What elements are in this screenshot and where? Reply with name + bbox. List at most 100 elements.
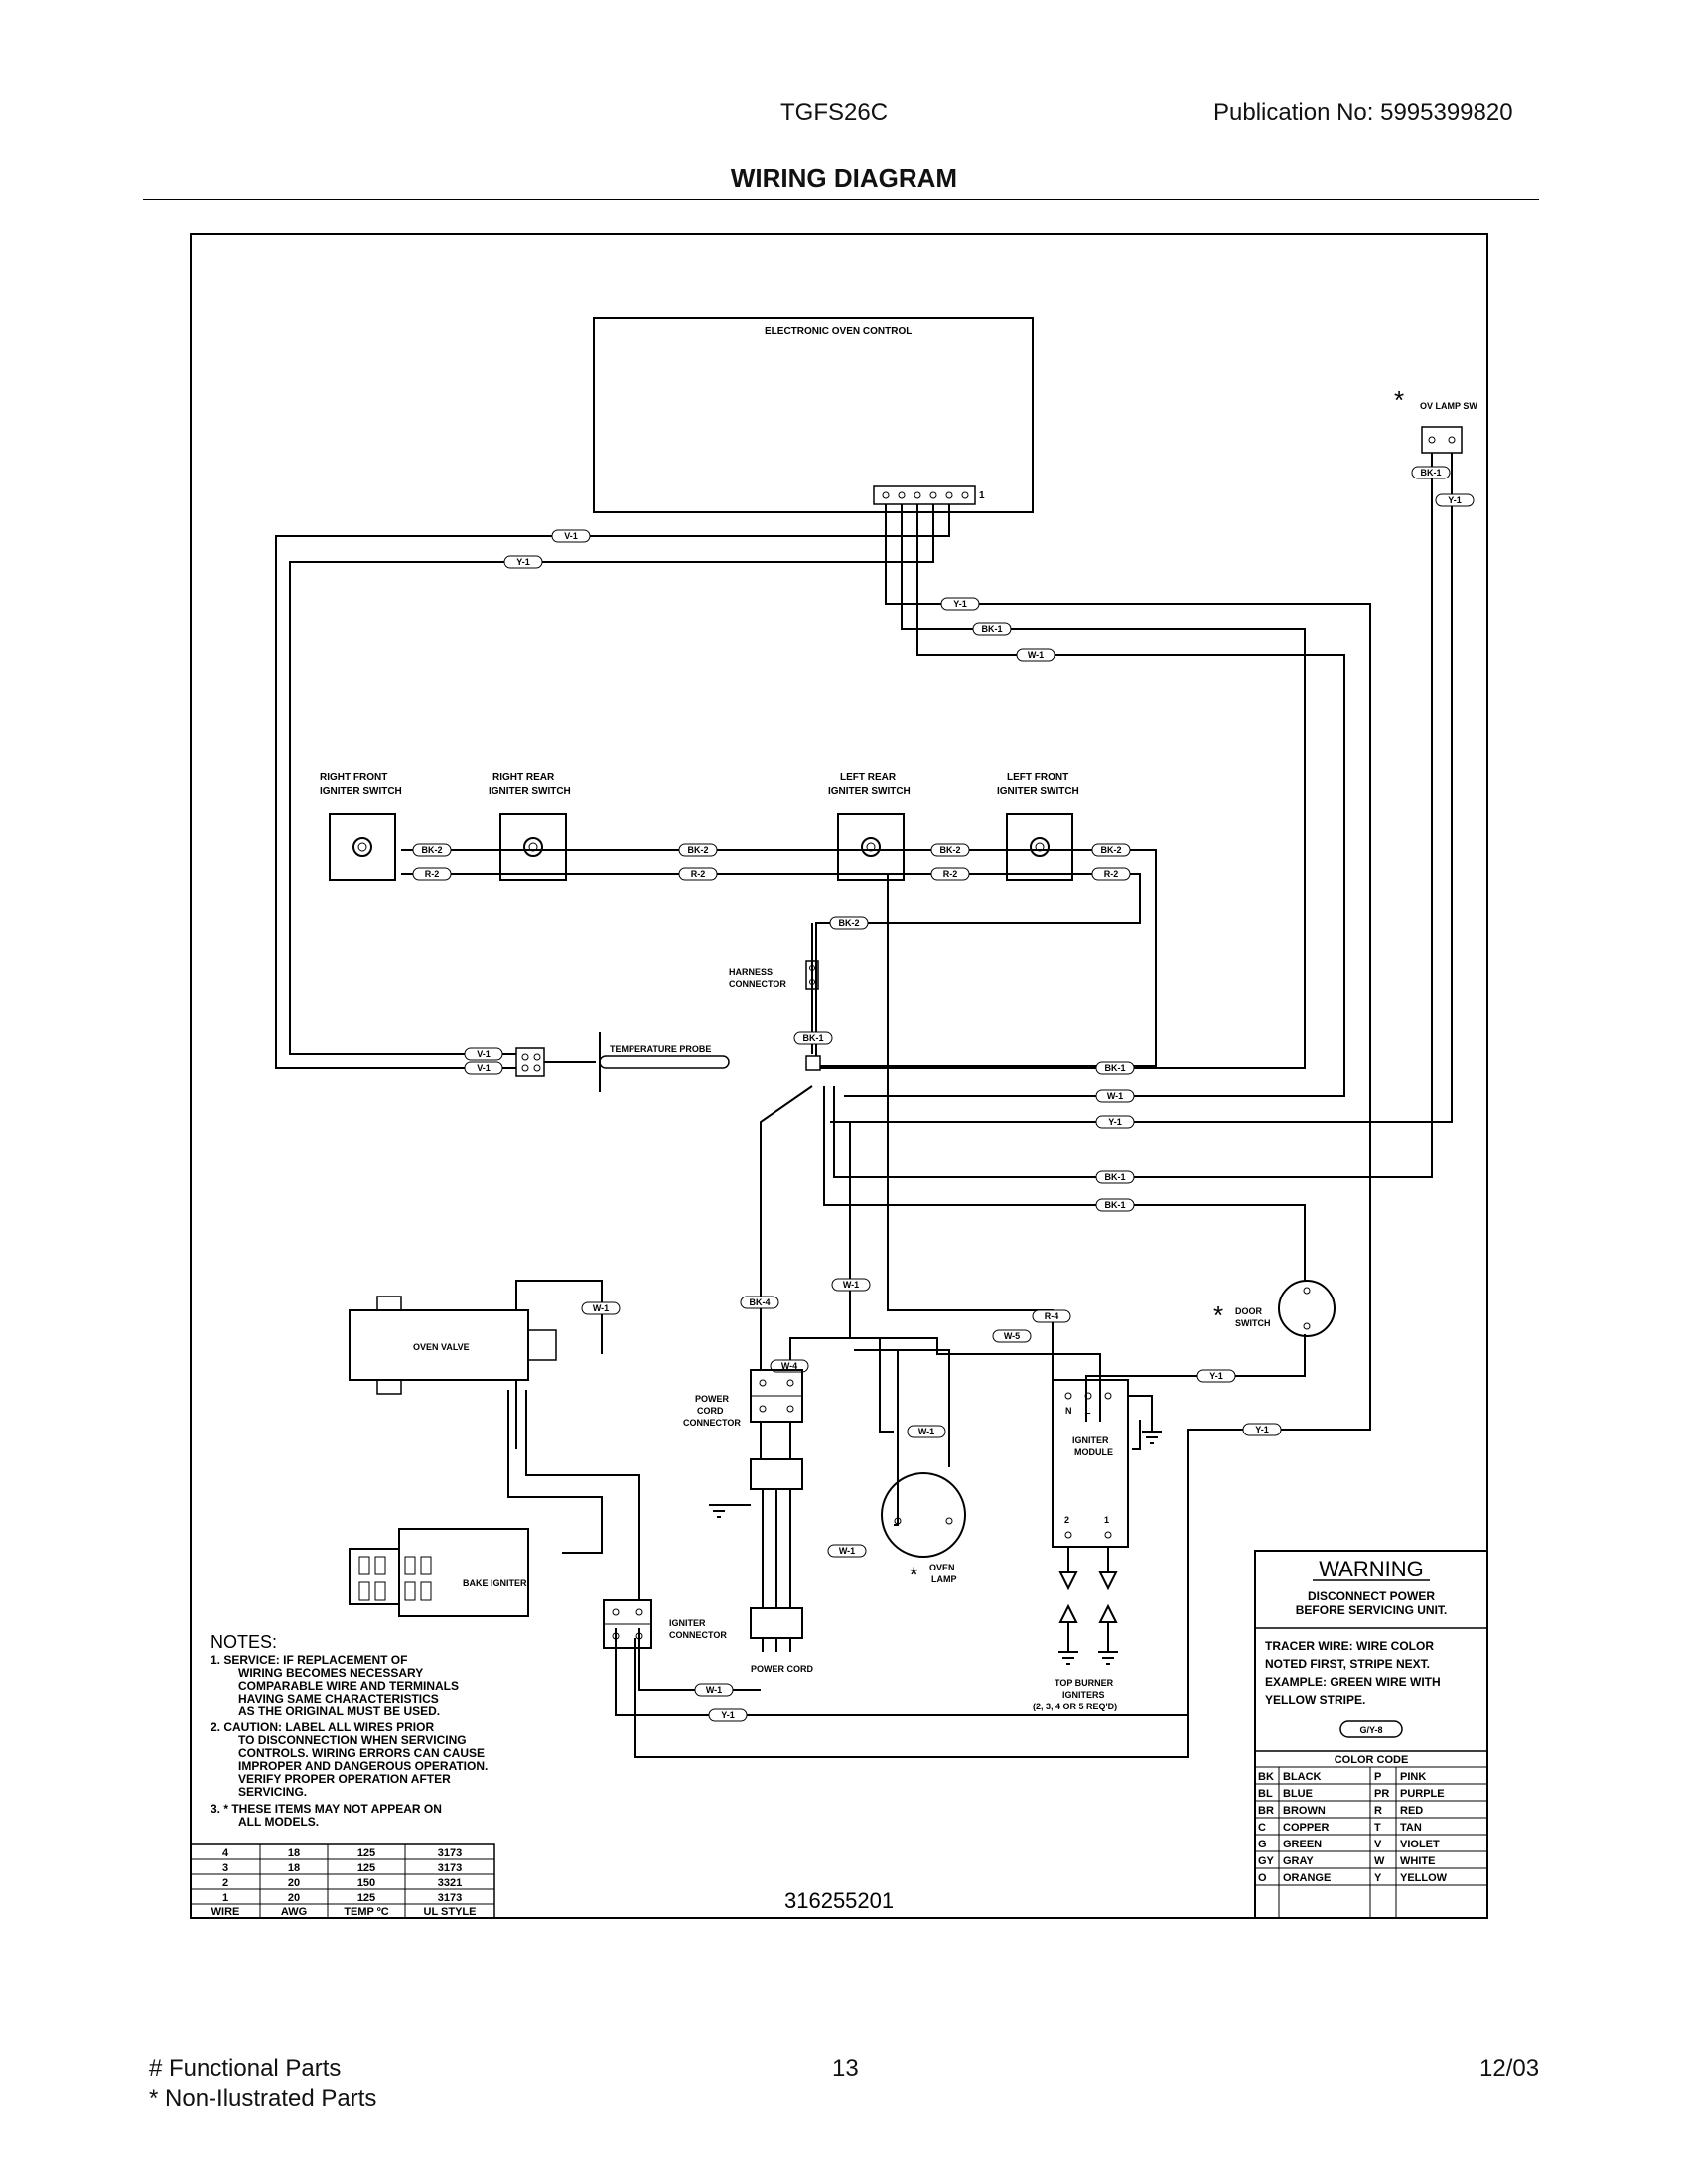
- svg-text:GRAY: GRAY: [1283, 1855, 1314, 1867]
- svg-text:Y-1: Y-1: [721, 1710, 735, 1720]
- svg-text:BROWN: BROWN: [1283, 1805, 1326, 1817]
- wire-tag-bk1-lamp: BK-1: [1411, 466, 1451, 479]
- wire-tag-r2-c: R-2: [930, 867, 970, 881]
- wire-tag-bk2-a: BK-2: [412, 843, 452, 857]
- svg-text:CONTROLS. WIRING ERRORS CAN C: CONTROLS. WIRING ERRORS CAN CAUSE: [238, 1746, 485, 1760]
- wire-tag-w1-right: W-1: [1016, 648, 1055, 662]
- svg-text:1. SERVICE: IF REPLACEMENT O: 1. SERVICE: IF REPLACEMENT OF: [211, 1653, 407, 1667]
- svg-text:OVEN VALVE: OVEN VALVE: [413, 1342, 470, 1352]
- svg-text:TEMP ºC: TEMP ºC: [344, 1906, 388, 1918]
- wire-tag-w1-low: W-1: [827, 1544, 867, 1558]
- svg-text:Y-1: Y-1: [1448, 495, 1462, 505]
- svg-text:R-2: R-2: [425, 869, 440, 879]
- svg-text:T: T: [1374, 1822, 1381, 1834]
- svg-text:V-1: V-1: [564, 531, 578, 541]
- lamp-switch-asterisk: *: [1394, 385, 1404, 415]
- svg-text:MODULE: MODULE: [1074, 1447, 1113, 1457]
- wire-tag-bk1-mid: BK-1: [1095, 1061, 1135, 1075]
- svg-text:W-1: W-1: [843, 1280, 859, 1290]
- svg-text:SERVICING.: SERVICING.: [238, 1785, 307, 1799]
- header-rule: [143, 199, 1539, 200]
- oven-valve: OVEN VALVE: [349, 1296, 557, 1395]
- temperature-probe: TEMPERATURE PROBE: [515, 1032, 730, 1092]
- wire-tag-bk1-right: BK-1: [972, 622, 1012, 636]
- svg-text:W-4: W-4: [781, 1361, 797, 1371]
- svg-text:HARNESS: HARNESS: [729, 967, 773, 977]
- svg-text:2: 2: [222, 1877, 228, 1889]
- svg-text:20: 20: [288, 1877, 300, 1889]
- svg-text:3321: 3321: [438, 1877, 462, 1889]
- footer-non-illustrated-parts: * Non-Ilustrated Parts: [149, 2085, 377, 2112]
- svg-text:L: L: [1085, 1406, 1091, 1416]
- wire-tag-y1-right: Y-1: [940, 597, 980, 611]
- svg-text:W: W: [1374, 1855, 1385, 1867]
- svg-text:POWER: POWER: [695, 1394, 730, 1404]
- svg-text:3173: 3173: [438, 1862, 462, 1874]
- svg-text:GY: GY: [1258, 1855, 1275, 1867]
- svg-text:IGNITERS: IGNITERS: [1062, 1690, 1105, 1700]
- svg-text:TOP BURNER: TOP BURNER: [1055, 1678, 1114, 1688]
- svg-text:IMPROPER AND DANGEROUS OPERATI: IMPROPER AND DANGEROUS OPERATION.: [238, 1759, 488, 1773]
- svg-text:R-2: R-2: [691, 869, 706, 879]
- right-front-igniter-switch: RIGHT FRONT IGNITER SWITCH: [320, 772, 402, 881]
- diagram-frame: [190, 233, 1488, 1919]
- svg-text:V-1: V-1: [477, 1049, 491, 1059]
- svg-text:BK-1: BK-1: [802, 1033, 823, 1043]
- harness-connector: HARNESS CONNECTOR: [729, 960, 821, 1071]
- svg-text:HAVING SAME CHARACTERISTICS: HAVING SAME CHARACTERISTICS: [238, 1692, 439, 1706]
- left-rear-igniter-switch: LEFT REAR IGNITER SWITCH: [828, 772, 911, 881]
- svg-text:BLUE: BLUE: [1283, 1788, 1313, 1800]
- svg-text:IGNITER SWITCH: IGNITER SWITCH: [489, 786, 571, 797]
- svg-text:Y-1: Y-1: [1108, 1117, 1122, 1127]
- wire-tag-w5: W-5: [992, 1329, 1032, 1343]
- svg-text:RIGHT REAR: RIGHT REAR: [492, 772, 555, 783]
- svg-text:1: 1: [1104, 1515, 1109, 1525]
- svg-text:PR: PR: [1374, 1788, 1389, 1800]
- igniter-module: N L IGNITER MODULE 2 1: [1052, 1379, 1162, 1548]
- svg-text:W-1: W-1: [1028, 650, 1044, 660]
- svg-text:BK-2: BK-2: [939, 845, 960, 855]
- wire-tag-bk2-b: BK-2: [678, 843, 718, 857]
- wire-tag-bk1-low: BK-1: [1095, 1170, 1135, 1184]
- svg-text:IGNITER SWITCH: IGNITER SWITCH: [828, 786, 911, 797]
- wire-tag-w1-lamp: W-1: [907, 1425, 946, 1438]
- wire-tag-bk4: BK-4: [740, 1296, 779, 1309]
- svg-text:Y-1: Y-1: [953, 599, 967, 609]
- svg-text:IGNITER: IGNITER: [1072, 1435, 1109, 1445]
- svg-text:ALL MODELS.: ALL MODELS.: [238, 1815, 319, 1829]
- svg-text:G: G: [1258, 1839, 1267, 1850]
- wire-tag-y1-top: Y-1: [503, 555, 543, 569]
- svg-text:OVEN: OVEN: [929, 1563, 955, 1572]
- svg-text:TAN: TAN: [1400, 1822, 1422, 1834]
- svg-text:18: 18: [288, 1862, 300, 1874]
- svg-text:PURPLE: PURPLE: [1400, 1788, 1445, 1800]
- svg-text:*: *: [910, 1563, 918, 1587]
- svg-text:VIOLET: VIOLET: [1400, 1839, 1440, 1850]
- wire-tag-v1-probe: V-1: [464, 1047, 503, 1061]
- igniter-connector: IGNITER CONNECTOR: [603, 1599, 727, 1649]
- power-cord-connector: POWER CORD CONNECTOR: [683, 1369, 803, 1428]
- svg-text:BR: BR: [1258, 1805, 1274, 1817]
- wire-runs: [275, 453, 1453, 1758]
- wire-tag-r2-d: R-2: [1091, 867, 1131, 881]
- svg-text:SWITCH: SWITCH: [1235, 1318, 1271, 1328]
- note-2: 2. CAUTION: LABEL ALL WIRES PRIOR TO DIS…: [211, 1720, 488, 1799]
- svg-text:COMPARABLE WIRE AND TERMINALS: COMPARABLE WIRE AND TERMINALS: [238, 1679, 459, 1693]
- svg-text:AWG: AWG: [281, 1906, 307, 1918]
- footer-date: 12/03: [1479, 2055, 1540, 2082]
- wire-tag-bk2-c: BK-2: [930, 843, 970, 857]
- svg-text:WIRE: WIRE: [211, 1906, 240, 1918]
- oven-lamp: * OVEN LAMP: [881, 1472, 966, 1587]
- notes: NOTES: 1. SERVICE: IF REPLACEMENT OF WIR…: [211, 1632, 488, 1829]
- svg-text:W-1: W-1: [918, 1427, 934, 1436]
- right-rear-igniter-switch: RIGHT REAR IGNITER SWITCH: [489, 772, 571, 881]
- wire-tag-y1-lamp: Y-1: [1435, 493, 1475, 507]
- svg-text:BAKE IGNITER: BAKE IGNITER: [463, 1578, 527, 1588]
- svg-text:LEFT FRONT: LEFT FRONT: [1007, 772, 1068, 783]
